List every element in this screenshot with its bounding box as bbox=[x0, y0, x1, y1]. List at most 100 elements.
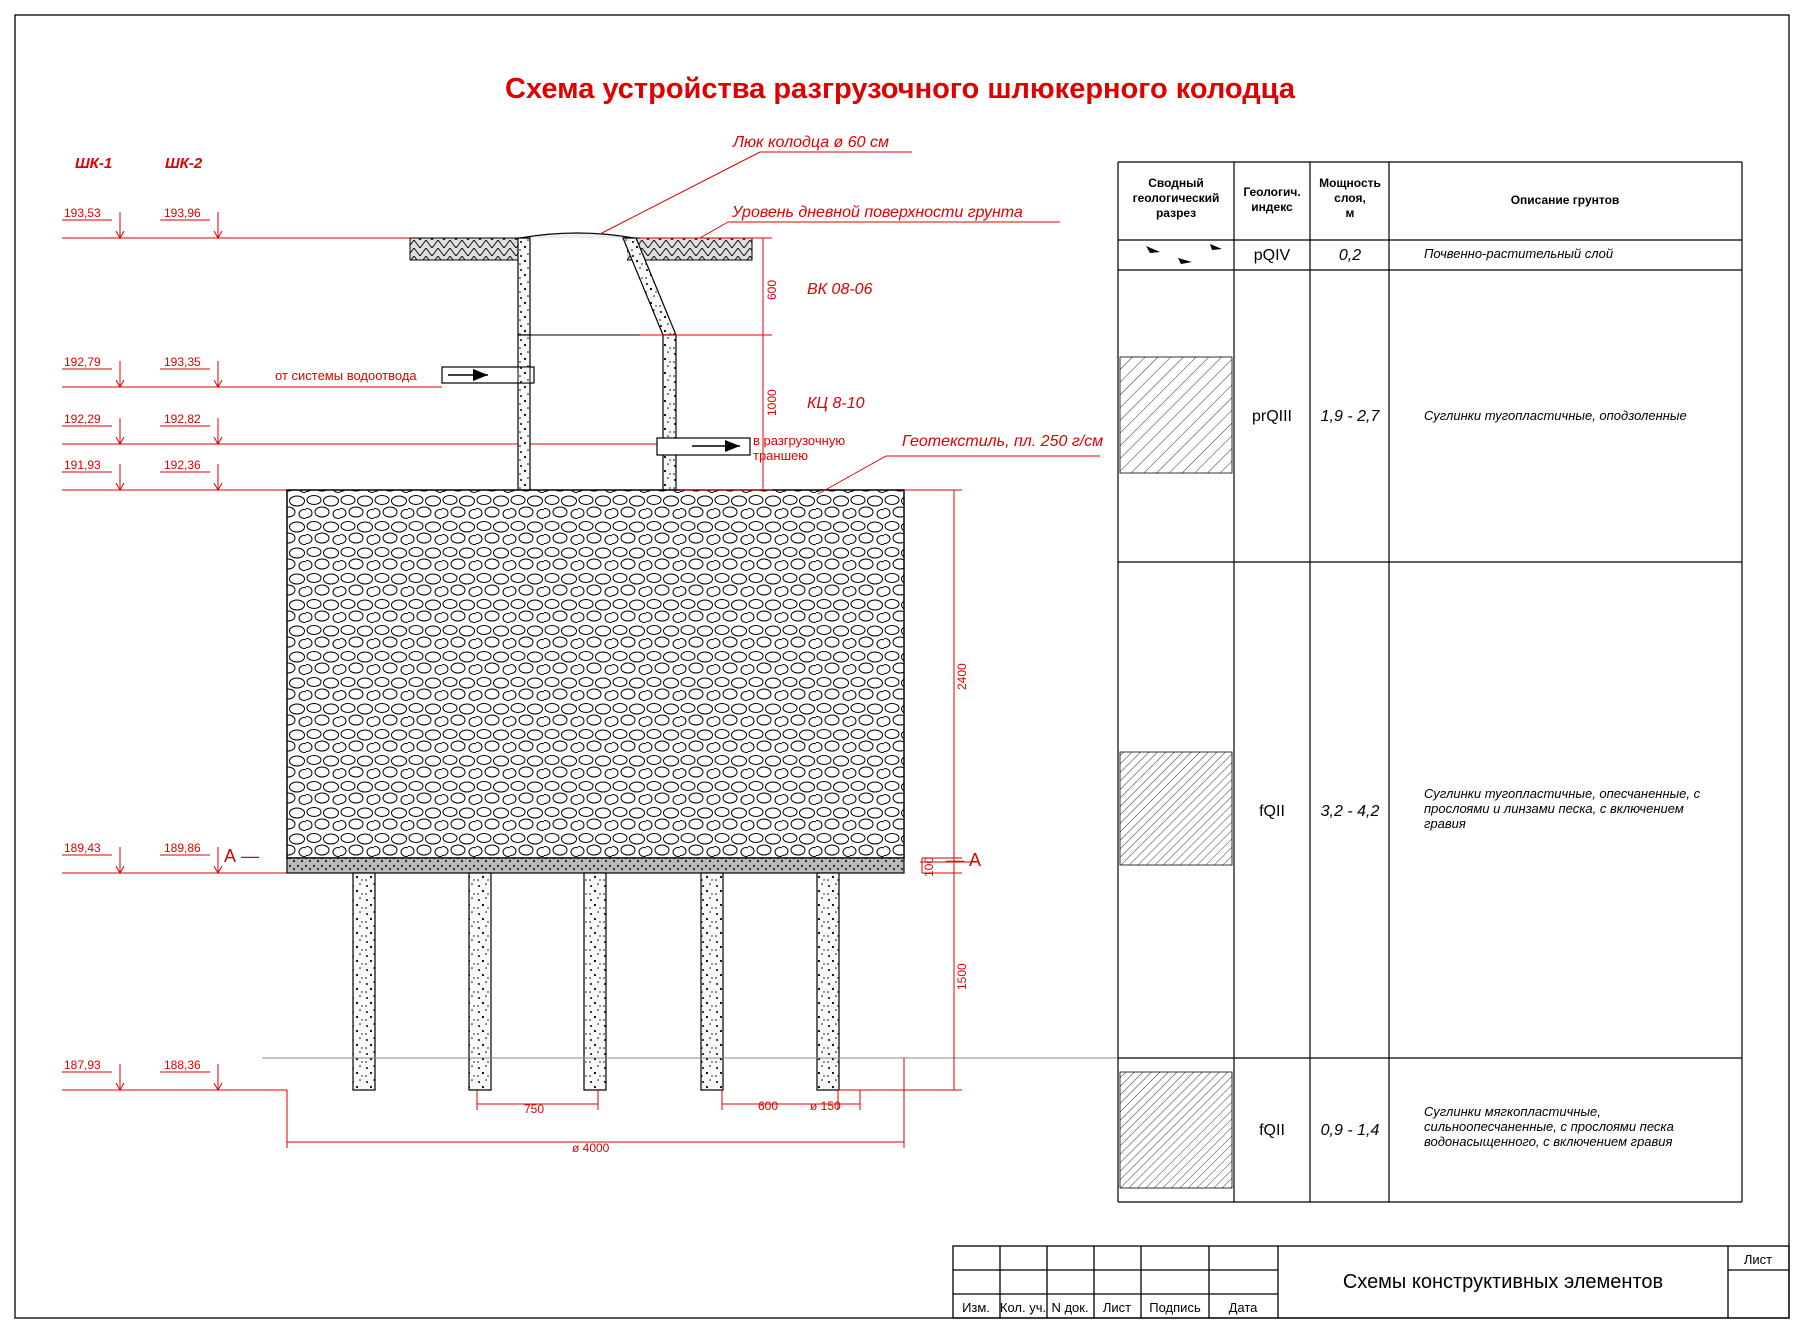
dim-100: 100 bbox=[922, 857, 936, 877]
ring-wall-left bbox=[517, 334, 531, 491]
hdr-section-2: геологический bbox=[1133, 191, 1220, 205]
tb-col-kol: Кол. уч. bbox=[1000, 1300, 1046, 1315]
elevation-value-shk1: 189,43 bbox=[64, 841, 101, 855]
tb-col-list: Лист bbox=[1103, 1300, 1131, 1315]
well-label-shk1: ШК-1 bbox=[75, 155, 112, 172]
row4-desc-2: сильноопесчаненные, с прослоями песка bbox=[1424, 1119, 1674, 1134]
piles-group bbox=[352, 872, 840, 1091]
row3-desc-2: прослоями и линзами песка, с включением bbox=[1424, 801, 1684, 816]
label-section-left: А — bbox=[224, 846, 259, 866]
geo-swatch-pqiv bbox=[1146, 244, 1222, 264]
label-ring-main: КЦ 8-10 bbox=[807, 395, 865, 412]
elevation-arrow bbox=[115, 865, 125, 875]
geo-row-2: prQIII 1,9 - 2,7 Суглинки тугопластичные… bbox=[1252, 408, 1687, 425]
elevation-arrow bbox=[213, 1082, 223, 1092]
elevation-value-shk1: 192,79 bbox=[64, 355, 101, 369]
dim-750: 750 bbox=[524, 1102, 544, 1116]
elevation-value-shk2: 193,96 bbox=[164, 206, 201, 220]
page-title: Схема устройства разгрузочного шлюкерног… bbox=[505, 73, 1296, 105]
elevation-arrow bbox=[115, 379, 125, 389]
row4-index: fQII bbox=[1259, 1122, 1285, 1139]
tb-col-ndok: N док. bbox=[1051, 1300, 1088, 1315]
row1-index: pQIV bbox=[1254, 247, 1291, 264]
label-section-right: — А bbox=[946, 850, 981, 870]
pile bbox=[816, 872, 840, 1091]
elevation-value-shk2: 192,82 bbox=[164, 412, 201, 426]
sheet-frame bbox=[14, 14, 1790, 1319]
tb-drawing-name: Схемы конструктивных элементов bbox=[1343, 1271, 1663, 1293]
inlet-pipe-cap bbox=[517, 366, 531, 384]
label-inlet: от системы водоотвода bbox=[275, 368, 417, 383]
rubble-fill bbox=[286, 489, 905, 859]
row4-desc-1: Суглинки мягкопластичные, bbox=[1424, 1104, 1601, 1119]
hdr-section-3: разрез bbox=[1156, 206, 1196, 220]
elevation-value-shk1: 193,53 bbox=[64, 206, 101, 220]
hdr-thick-1: Мощность bbox=[1319, 176, 1381, 190]
row3-index: fQII bbox=[1259, 803, 1285, 820]
dimension-lines bbox=[286, 151, 1100, 1148]
dim-600: 600 bbox=[765, 280, 779, 300]
elevation-arrow bbox=[115, 482, 125, 492]
cone-wall-left bbox=[517, 237, 531, 336]
well-interior-top bbox=[527, 236, 627, 262]
dim-1000: 1000 bbox=[765, 389, 779, 416]
row2-index: prQIII bbox=[1252, 408, 1292, 425]
hdr-thick-3: м bbox=[1346, 206, 1355, 220]
hdr-section-1: Сводный bbox=[1148, 176, 1204, 190]
hatch-lid bbox=[519, 232, 635, 239]
elevation-arrow bbox=[115, 436, 125, 446]
geo-swatch-fqii-2 bbox=[1119, 1071, 1233, 1189]
pile bbox=[583, 872, 607, 1091]
elevation-value-shk1: 191,93 bbox=[64, 458, 101, 472]
elevation-arrow bbox=[115, 230, 125, 240]
geo-row-4: fQII 0,9 - 1,4 Суглинки мягкопластичные,… bbox=[1259, 1104, 1674, 1149]
elevation-arrow bbox=[213, 230, 223, 240]
elevation-value-shk1: 187,93 bbox=[64, 1058, 101, 1072]
row1-desc: Почвенно-растительный слой bbox=[1424, 246, 1613, 261]
row3-thickness: 3,2 - 4,2 bbox=[1321, 803, 1380, 820]
tb-col-date: Дата bbox=[1229, 1300, 1259, 1315]
row3-desc-3: гравия bbox=[1424, 816, 1466, 831]
dim-2400: 2400 bbox=[955, 663, 969, 690]
ring-wall-right bbox=[662, 334, 677, 491]
label-ground: Уровень дневной поверхности грунта bbox=[731, 204, 1023, 221]
well-label-shk2: ШК-2 bbox=[165, 155, 203, 172]
row3-desc-1: Суглинки тугопластичные, опесчаненные, с bbox=[1424, 786, 1701, 801]
geo-table bbox=[1117, 161, 1743, 1203]
label-ring-top: ВК 08-06 bbox=[807, 281, 873, 298]
dim-150: ø 150 bbox=[810, 1099, 841, 1113]
hdr-description: Описание грунтов bbox=[1511, 193, 1620, 207]
tb-sheet-label: Лист bbox=[1744, 1252, 1772, 1267]
elevation-value-shk2: 189,86 bbox=[164, 841, 201, 855]
elevation-arrow bbox=[213, 436, 223, 446]
dim-600b: 600 bbox=[758, 1099, 778, 1113]
elevation-arrow bbox=[213, 482, 223, 492]
pile bbox=[352, 872, 376, 1091]
row1-thickness: 0,2 bbox=[1339, 247, 1361, 264]
hdr-index-2: индекс bbox=[1251, 200, 1293, 214]
geo-table-header: Сводный геологический разрез Геологич. и… bbox=[1133, 176, 1620, 220]
geo-swatch-prqiii bbox=[1119, 356, 1233, 474]
row4-thickness: 0,9 - 1,4 bbox=[1321, 1122, 1380, 1139]
tb-col-izm: Изм. bbox=[962, 1300, 990, 1315]
geo-swatch-fqii-1 bbox=[1119, 751, 1233, 866]
geo-row-1: pQIV 0,2 Почвенно-растительный слой bbox=[1254, 246, 1613, 264]
elevation-arrow bbox=[115, 1082, 125, 1092]
elevation-arrow bbox=[213, 865, 223, 875]
elevation-value-shk2: 193,35 bbox=[164, 355, 201, 369]
pile bbox=[700, 872, 724, 1091]
dim-1500: 1500 bbox=[955, 963, 969, 990]
elevation-arrow bbox=[213, 379, 223, 389]
label-hatch: Люк колодца ø 60 см bbox=[732, 134, 889, 151]
title-block-cols: Изм. Кол. уч. N док. Лист Подпись Дата bbox=[962, 1300, 1258, 1315]
label-outlet-2: траншею bbox=[753, 448, 808, 463]
title-block-grid bbox=[952, 1245, 1790, 1319]
pile bbox=[468, 872, 492, 1091]
dim-4000: ø 4000 bbox=[572, 1141, 610, 1155]
elevation-value-shk2: 192,36 bbox=[164, 458, 201, 472]
hdr-index-1: Геологич. bbox=[1243, 185, 1300, 199]
geo-row-3: fQII 3,2 - 4,2 Суглинки тугопластичные, … bbox=[1259, 786, 1701, 831]
row2-thickness: 1,9 - 2,7 bbox=[1321, 408, 1381, 425]
